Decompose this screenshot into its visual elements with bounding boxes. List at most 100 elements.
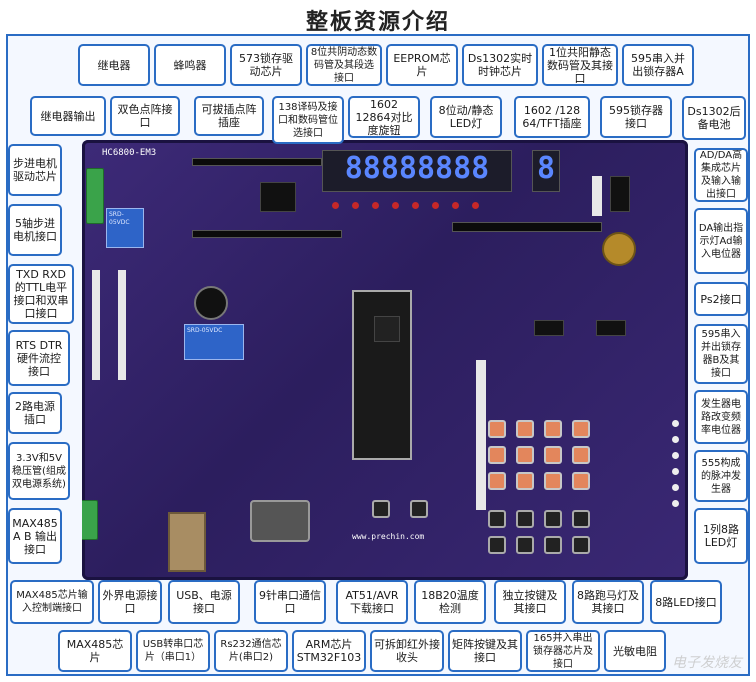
label-led1x8: 1列8路LED灯	[694, 508, 748, 564]
label-pulse555: 555构成的脉冲发生器	[694, 450, 748, 502]
label-matrix-key: 矩阵按键及其接口	[448, 630, 522, 672]
independent-key[interactable]	[488, 536, 506, 554]
matrix-key[interactable]	[572, 446, 590, 464]
led	[672, 484, 679, 491]
label-decoder138: 138译码及接口和数码管位选接口	[272, 96, 344, 144]
label-serial9: 9针串口通信口	[254, 580, 326, 624]
label-regulator: 3.3V和5V稳压管(组成双电源系统)	[8, 442, 70, 500]
adda-chip	[610, 176, 630, 212]
label-ds18b20: 18B20温度检测	[414, 580, 486, 624]
label-relay-out: 继电器输出	[30, 96, 106, 136]
matrix-key[interactable]	[572, 420, 590, 438]
label-latch595: 595锁存器接口	[600, 96, 672, 138]
led	[392, 202, 399, 209]
matrix-key[interactable]	[488, 446, 506, 464]
download-key[interactable]	[410, 500, 428, 518]
page-title: 整板资源介绍	[305, 9, 450, 35]
board-photo: HC6800-EM3 88888888 8 SRD-05VDC SRD-05VD…	[82, 140, 688, 580]
label-led8-dyn: 8位动/静态LED灯	[430, 96, 502, 138]
buzzer-component	[194, 286, 228, 320]
label-max485-ab: MAX485 A B 输出接口	[8, 508, 62, 564]
pin-header	[592, 176, 602, 216]
label-da-out: DA输出指示灯Ad输入电位器	[694, 208, 748, 274]
label-eeprom: EEPROM芯片	[386, 44, 458, 86]
label-adda: AD/DA高集成芯片及输入输出接口	[694, 148, 748, 202]
label-ds1302-bat: Ds1302后备电池	[682, 96, 746, 140]
seven-segment-display: 88888888	[322, 150, 512, 192]
label-lcd-tft: 1602 /128 64/TFT插座	[514, 96, 590, 138]
watermark: 电子发烧友	[672, 655, 742, 671]
max485-terminal	[82, 500, 98, 540]
led	[672, 436, 679, 443]
label-ps2: Ps2接口	[694, 282, 748, 316]
arm-chip	[374, 316, 400, 342]
label-usb-power: USB、电源接口	[168, 580, 240, 624]
pin-header	[92, 270, 100, 380]
label-stepper5: 5轴步进电机接口	[8, 204, 62, 256]
independent-key[interactable]	[488, 510, 506, 528]
label-stepper-driver: 步进电机驱动芯片	[8, 144, 62, 196]
led	[352, 202, 359, 209]
label-seg8-cathode: 8位共阴动态数码管及其段选接口	[306, 44, 382, 86]
led	[332, 202, 339, 209]
label-indep-key: 独立按键及其接口	[494, 580, 566, 624]
led	[452, 202, 459, 209]
pin-header	[118, 270, 126, 380]
independent-key[interactable]	[572, 536, 590, 554]
label-relay: 继电器	[78, 44, 150, 86]
matrix-key[interactable]	[544, 446, 562, 464]
matrix-key[interactable]	[488, 420, 506, 438]
label-ttl: TXD RXD的TTL电平接口和双串口接口	[8, 264, 74, 324]
led	[432, 202, 439, 209]
single-digit-display: 8	[532, 150, 560, 192]
independent-key[interactable]	[544, 510, 562, 528]
matrix-key[interactable]	[516, 446, 534, 464]
label-ir-recv: 可拆卸红外接收头	[370, 630, 444, 672]
label-pot-freq: 发生器电路改变频率电位器	[694, 390, 748, 444]
sr165-chip	[534, 320, 564, 336]
top-header-left	[192, 158, 322, 166]
db9-serial-port	[250, 500, 310, 542]
label-rts: RTS DTR硬件流控接口	[8, 330, 70, 386]
label-marquee8: 8路跑马灯及其接口	[572, 580, 644, 624]
label-ds1302: Ds1302实时时钟芯片	[462, 44, 538, 86]
independent-key[interactable]	[572, 510, 590, 528]
lcd-header	[192, 230, 342, 238]
board-website: www.prechin.com	[352, 532, 425, 541]
led	[672, 468, 679, 475]
label-dot-matrix: 双色点阵接口	[110, 96, 180, 136]
usb-port	[168, 512, 206, 572]
relay-terminal	[86, 168, 104, 224]
independent-key[interactable]	[516, 536, 534, 554]
label-ext-power: 外界电源接口	[98, 580, 162, 624]
label-lcd1602: 1602 12864对比度旋钮	[348, 96, 420, 138]
label-rs232: Rs232通信芯片(串口2)	[214, 630, 288, 672]
matrix-key[interactable]	[488, 472, 506, 490]
label-sr595-b: 595串入并出锁存器B及其接口	[694, 324, 748, 384]
label-buzzer: 蜂鸣器	[154, 44, 226, 86]
led	[372, 202, 379, 209]
top-header-right	[452, 222, 602, 232]
led	[672, 500, 679, 507]
matrix-key[interactable]	[544, 472, 562, 490]
independent-key[interactable]	[544, 536, 562, 554]
matrix-key[interactable]	[544, 420, 562, 438]
label-max485-ctrl: MAX485芯片输入控制端接口	[10, 580, 94, 624]
board-model: HC6800-EM3	[102, 148, 157, 158]
matrix-key[interactable]	[516, 472, 534, 490]
led	[672, 420, 679, 427]
matrix-key[interactable]	[572, 472, 590, 490]
label-at51: AT51/AVR下载接口	[336, 580, 408, 624]
led	[412, 202, 419, 209]
label-latch573: 573锁存驱动芯片	[230, 44, 302, 86]
label-arm: ARM芯片STM32F103	[292, 630, 366, 672]
reset-key[interactable]	[372, 500, 390, 518]
label-sr165: 165并入串出锁存器芯片及接口	[526, 630, 600, 672]
led	[672, 452, 679, 459]
independent-key[interactable]	[516, 510, 534, 528]
label-max485-chip: MAX485芯片	[58, 630, 132, 672]
label-seg1-anode: 1位共阳静态数码管及其接口	[542, 44, 618, 86]
relay-component: SRD-05VDC	[106, 208, 144, 248]
matrix-key[interactable]	[516, 420, 534, 438]
label-sr595-a: 595串入并出锁存器A	[622, 44, 694, 86]
